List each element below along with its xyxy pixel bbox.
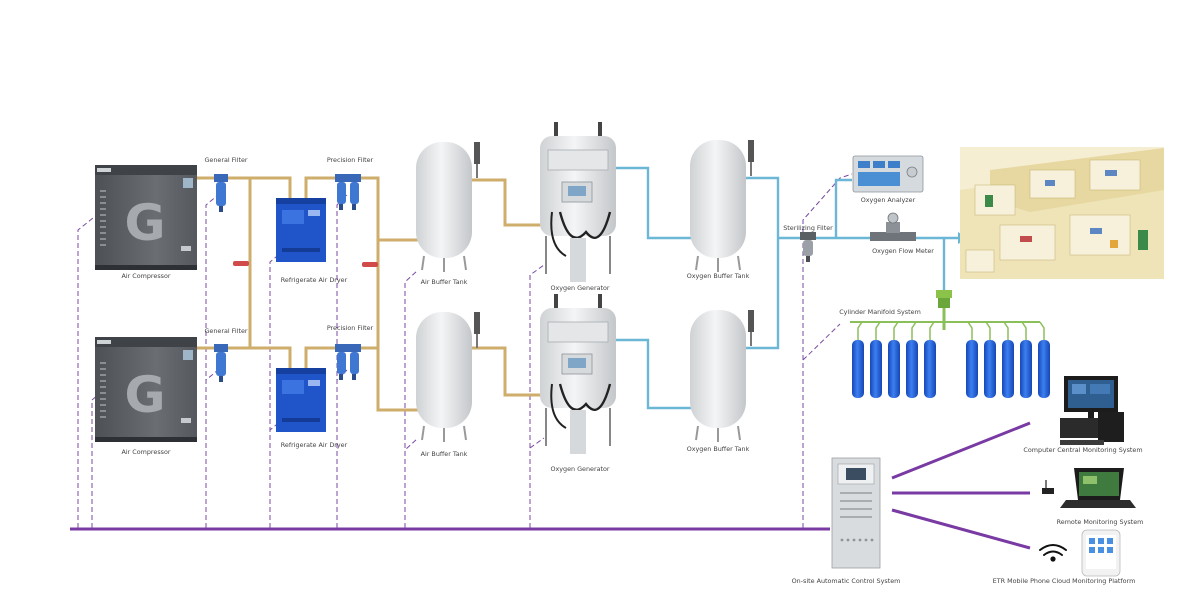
remote-monitoring-laptop[interactable] bbox=[1042, 468, 1136, 508]
compressor-logo-icon: G bbox=[124, 366, 165, 424]
precision-filter-2[interactable] bbox=[335, 344, 361, 380]
label-oxygen-flow-meter: Oxygen Flow Meter bbox=[872, 247, 934, 255]
general-filter-2[interactable] bbox=[214, 344, 228, 382]
computer-monitoring-station[interactable] bbox=[1060, 376, 1124, 445]
label-precision-filter-1: Precision Filter bbox=[327, 156, 374, 164]
label-remote-monitoring: Remote Monitoring System bbox=[1057, 518, 1144, 526]
air-pipes bbox=[196, 176, 545, 412]
label-air-buffer-tank-1: Air Buffer Tank bbox=[421, 278, 468, 286]
label-dryer-2: Refrigerate Air Dryer bbox=[281, 441, 348, 449]
air-buffer-tank-1[interactable] bbox=[416, 142, 480, 272]
air-buffer-tank-2[interactable] bbox=[416, 312, 480, 442]
oxygen-analyzer[interactable] bbox=[852, 155, 924, 193]
wifi-icon bbox=[1039, 544, 1067, 562]
label-oxygen-analyzer: Oxygen Analyzer bbox=[861, 196, 916, 204]
label-oxygen-buffer-tank-1: Oxygen Buffer Tank bbox=[687, 272, 750, 280]
label-precision-filter-2: Precision Filter bbox=[327, 324, 374, 332]
control-cabinet[interactable] bbox=[831, 457, 881, 569]
general-filter-1[interactable] bbox=[214, 174, 228, 212]
oxygen-generator-2[interactable] bbox=[540, 294, 616, 454]
refrigerate-air-dryer-2[interactable] bbox=[276, 368, 326, 432]
cylinder-manifold-system[interactable] bbox=[850, 290, 1050, 398]
hospital-illustration bbox=[960, 147, 1164, 279]
control-signal-lines bbox=[77, 173, 853, 528]
oxygen-buffer-tank-1[interactable] bbox=[690, 140, 754, 272]
label-general-filter-1: General Filter bbox=[204, 156, 247, 164]
oxygen-buffer-tank-2[interactable] bbox=[690, 310, 754, 442]
label-oxygen-buffer-tank-2: Oxygen Buffer Tank bbox=[687, 445, 750, 453]
label-air-buffer-tank-2: Air Buffer Tank bbox=[421, 450, 468, 458]
oxygen-flow-meter[interactable] bbox=[870, 212, 916, 241]
label-air-compressor-1: Air Compressor bbox=[121, 272, 170, 280]
label-computer-monitoring: Computer Central Monitoring System bbox=[1023, 446, 1142, 454]
label-general-filter-2: General Filter bbox=[204, 327, 247, 335]
compressor-logo-icon: G bbox=[124, 194, 165, 252]
label-control-system: On-site Automatic Control System bbox=[792, 577, 901, 585]
monitoring-links bbox=[891, 421, 1031, 550]
mobile-phone[interactable] bbox=[1081, 529, 1121, 577]
label-dryer-1: Refrigerate Air Dryer bbox=[281, 276, 348, 284]
drain-valve-icon bbox=[233, 261, 378, 267]
sterilizing-filter[interactable] bbox=[800, 232, 816, 262]
refrigerate-air-dryer-1[interactable] bbox=[276, 198, 326, 262]
air-compressor-1[interactable]: G bbox=[95, 165, 197, 270]
label-cylinder-manifold: Cylinder Manifold System bbox=[839, 308, 921, 316]
air-compressor-2[interactable]: G bbox=[95, 337, 197, 442]
oxygen-cylinder-group-left bbox=[852, 321, 936, 398]
label-air-compressor-2: Air Compressor bbox=[121, 448, 170, 456]
label-oxygen-generator-1: Oxygen Generator bbox=[550, 284, 609, 292]
precision-filter-1[interactable] bbox=[335, 174, 361, 210]
label-cloud-monitoring: ETR Mobile Phone Cloud Monitoring Platfo… bbox=[993, 577, 1136, 585]
oxygen-cylinder-group-right bbox=[966, 321, 1050, 398]
labels: Air Compressor Air Compressor General Fi… bbox=[121, 156, 1143, 585]
label-oxygen-generator-2: Oxygen Generator bbox=[550, 465, 609, 473]
oxygen-generator-1[interactable] bbox=[540, 122, 616, 282]
label-sterilizing-filter: Sterilizing Filter bbox=[783, 224, 833, 232]
